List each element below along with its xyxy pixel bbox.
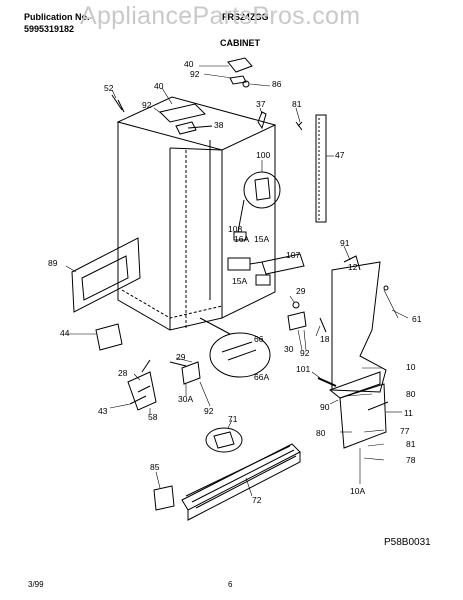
footer-page: 6 — [228, 580, 233, 589]
callout-label: 78 — [406, 455, 416, 465]
model-number: FRS24ZSG — [222, 12, 269, 22]
top-hinge-parts — [111, 57, 253, 135]
callout-label: 80 — [316, 428, 326, 438]
part-47-rail — [315, 114, 327, 223]
callout-label: 90 — [320, 402, 330, 412]
callout-label: 16A — [234, 234, 249, 244]
callout-labels: 40 92 86 52 40 92 38 37 81 47 100 108 16… — [48, 59, 422, 505]
callout-label: 101 — [296, 364, 310, 374]
callout-label: 37 — [256, 99, 266, 109]
callout-label: 44 — [60, 328, 70, 338]
callout-label: 85 — [150, 462, 160, 472]
callout-label: 107 — [286, 250, 300, 260]
callout-label: 15A — [254, 234, 269, 244]
lower-bracket-parts — [317, 371, 389, 449]
callout-label: 10 — [406, 362, 416, 372]
callout-label: 81 — [292, 99, 302, 109]
switch-cluster — [227, 231, 305, 286]
callout-label: 28 — [118, 368, 128, 378]
grille-72 — [181, 443, 301, 521]
callout-label: 10A — [350, 486, 365, 496]
callout-label: 71 — [228, 414, 238, 424]
part-37 — [257, 111, 267, 130]
callout-label: 66A — [254, 372, 269, 382]
callout-label: 91 — [340, 238, 350, 248]
callout-label: 89 — [48, 258, 58, 268]
callout-label: 38 — [214, 120, 224, 130]
part-85 — [153, 485, 175, 511]
callout-label: 47 — [335, 150, 345, 160]
watermark: AppliancePartsPros.com — [80, 2, 361, 30]
callout-label: 58 — [148, 412, 158, 422]
callout-label: 77 — [400, 426, 410, 436]
panel-89 — [71, 237, 141, 313]
callout-label: 108 — [228, 224, 242, 234]
section-title: CABINET — [220, 38, 260, 48]
callout-label: 72 — [252, 495, 262, 505]
part-30-bracket — [287, 301, 327, 333]
cabinet-body — [116, 96, 277, 331]
footer-date: 3/99 — [28, 580, 44, 589]
part-30a — [181, 361, 201, 385]
callout-label: 92 — [190, 69, 200, 79]
leader-lines — [65, 65, 409, 497]
part-100-detail — [237, 171, 281, 233]
callout-label: 52 — [104, 83, 114, 93]
callout-label: 12 — [348, 262, 358, 272]
publication-number: 5995319182 — [24, 24, 75, 34]
drawing-code: P58B0031 — [384, 537, 431, 548]
callout-label: 30A — [178, 394, 193, 404]
callout-label: 80 — [406, 389, 416, 399]
callout-label: 86 — [272, 79, 282, 89]
publication-label: Publication No. — [24, 12, 90, 22]
callout-label: 18 — [320, 334, 330, 344]
part-12-bracket — [331, 255, 389, 393]
hinge-assembly — [127, 359, 157, 411]
part-66-detail — [199, 317, 271, 378]
callout-label: 40 — [154, 81, 164, 91]
callout-label: 92 — [300, 348, 310, 358]
callout-label: 29 — [296, 286, 306, 296]
callout-label: 66 — [254, 334, 264, 344]
callout-label: 30 — [284, 344, 294, 354]
callout-label: 43 — [98, 406, 108, 416]
callout-label: 92 — [142, 100, 152, 110]
part-44 — [95, 323, 123, 351]
callout-label: 40 — [184, 59, 194, 69]
part-71-detail — [205, 427, 243, 453]
callout-label: 81 — [406, 439, 416, 449]
callout-label: 29 — [176, 352, 186, 362]
callout-label: 61 — [412, 314, 422, 324]
callout-label: 100 — [256, 150, 270, 160]
callout-label: 92 — [204, 406, 214, 416]
callout-label: 15A — [232, 276, 247, 286]
callout-label: 11 — [404, 408, 413, 418]
screw-81-top — [295, 121, 303, 131]
